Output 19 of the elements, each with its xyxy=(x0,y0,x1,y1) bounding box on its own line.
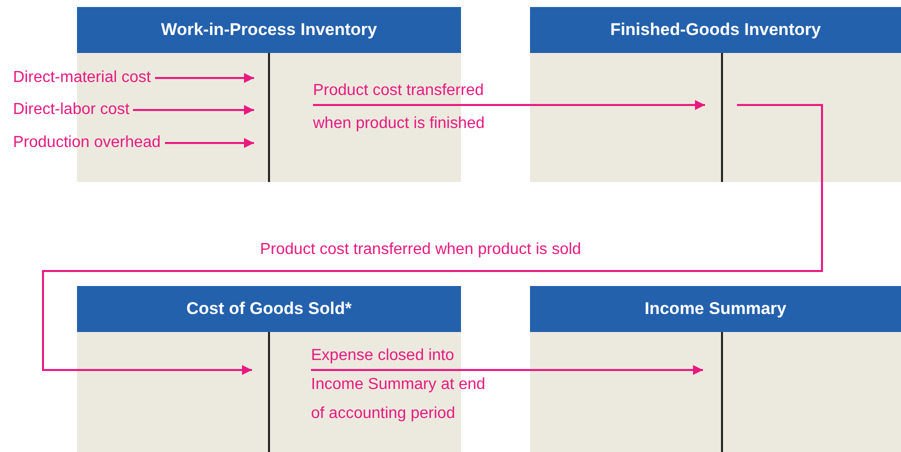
arrow xyxy=(133,105,254,115)
edge-label: Expense closed into Income Summary at end of accounting period xyxy=(311,346,486,424)
arrow xyxy=(42,104,823,375)
cost-label: Direct-labor cost xyxy=(13,100,130,120)
arrow xyxy=(155,73,254,83)
cost-label: Direct-material cost xyxy=(13,68,151,88)
cost-label: Production overhead xyxy=(13,133,161,153)
arrow xyxy=(311,365,703,375)
account-title: Cost of Goods Sold* xyxy=(77,286,461,332)
t-account xyxy=(530,7,901,182)
edge-label: Product cost transferred when product is sold xyxy=(260,240,582,260)
account-title: Finished-Goods Inventory xyxy=(530,7,901,53)
account-title: Work-in-Process Inventory xyxy=(77,7,461,53)
t-account xyxy=(77,286,461,452)
t-account xyxy=(530,286,901,452)
edge-label: Product cost transferred when product is finished xyxy=(313,81,486,134)
arrow xyxy=(165,138,254,148)
account-title: Income Summary xyxy=(530,286,901,332)
arrow xyxy=(313,100,705,110)
